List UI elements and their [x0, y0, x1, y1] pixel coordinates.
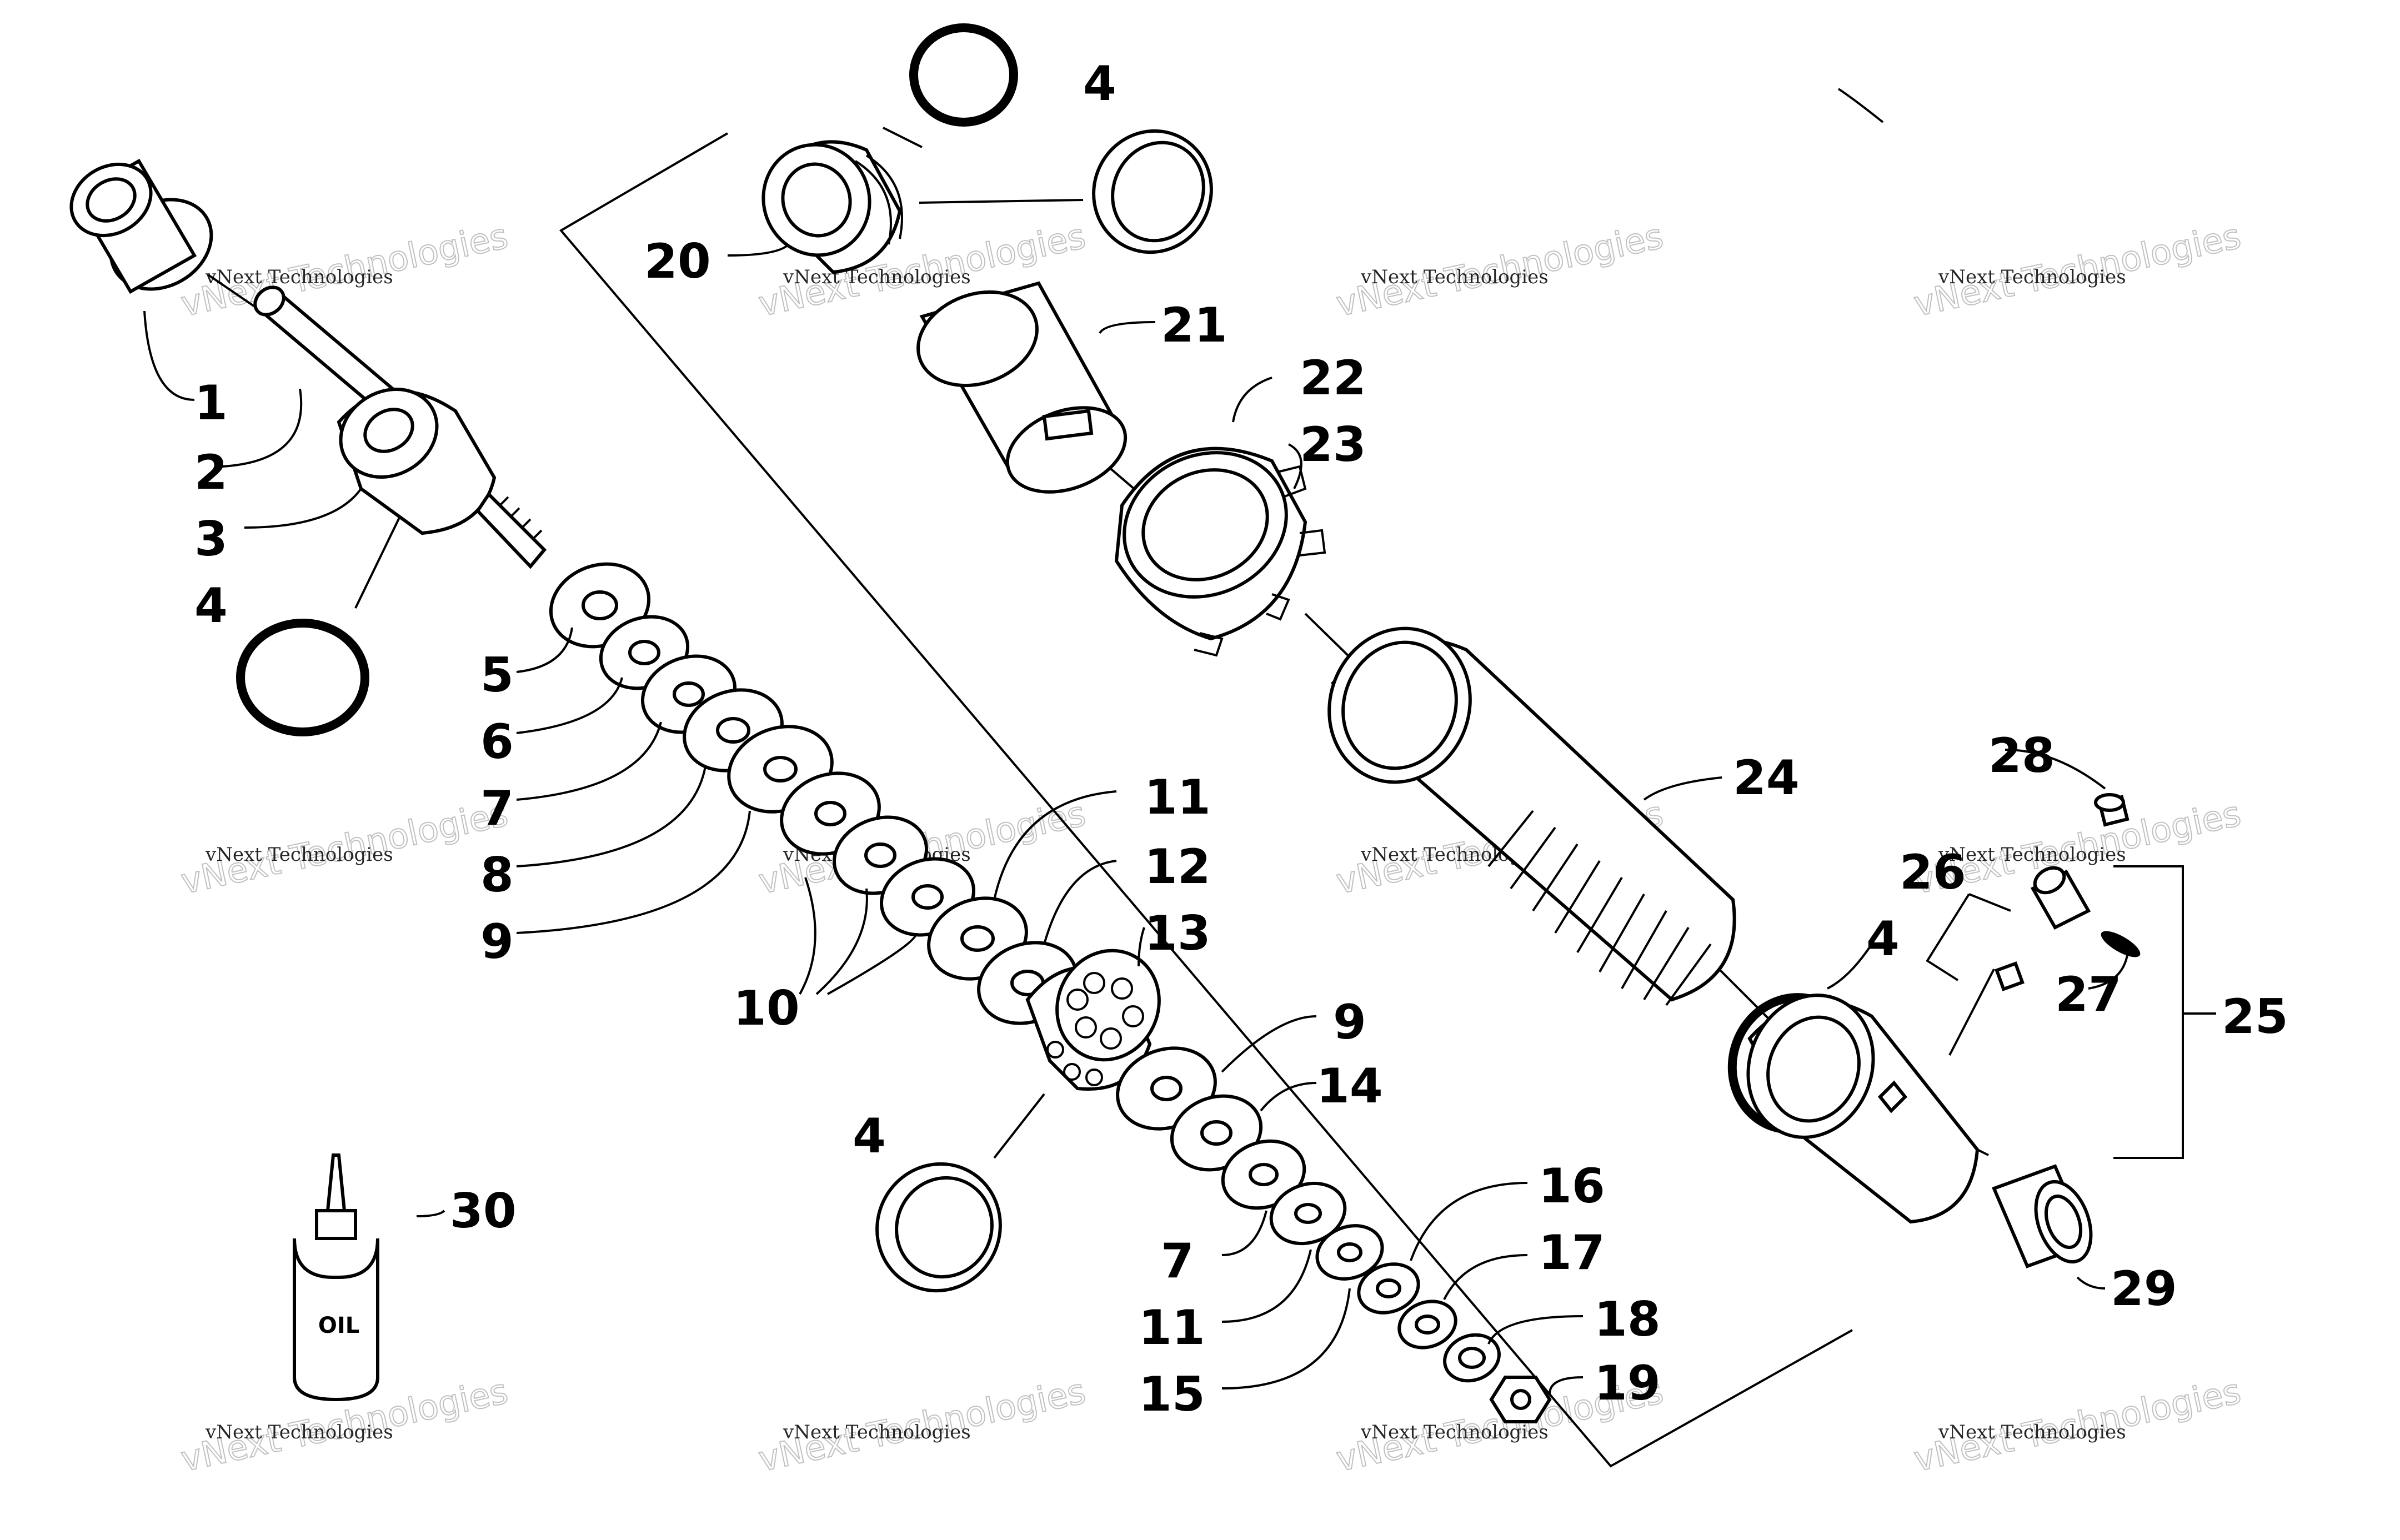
callout-8: 8: [480, 847, 514, 903]
schrader-valve-part-26: [1995, 866, 2091, 991]
svg-text:vNext Technologies: vNext Technologies: [1938, 1421, 2126, 1443]
callout-6: 6: [480, 714, 514, 770]
callout-27: 27: [2055, 967, 2122, 1022]
o-ring-part-27: [2101, 931, 2141, 957]
callout-9-lower: 9: [1333, 995, 1366, 1050]
svg-text:vNext Technologies: vNext Technologies: [1938, 266, 2126, 288]
valve-kit-frame: [559, 132, 1853, 1468]
callout-9: 9: [480, 914, 514, 970]
callout-23: 23: [1300, 417, 1366, 473]
callout-10: 10: [733, 981, 800, 1036]
callout-30: 30: [450, 1183, 517, 1239]
callout-11-lower: 11: [1139, 1300, 1205, 1356]
svg-text:vNext Technologies: vNext Technologies: [205, 266, 393, 288]
reservoir-end-cap: [1746, 994, 1980, 1224]
oil-label: OIL: [318, 1313, 359, 1338]
shim-part-7-lower: [1221, 1139, 1306, 1210]
callout-11: 11: [1144, 770, 1211, 825]
shim-stack: [549, 562, 1078, 1025]
callout-16: 16: [1539, 1158, 1605, 1214]
lower-shim-stack: [1116, 1046, 1552, 1423]
callout-14: 14: [1316, 1059, 1383, 1114]
callout-25: 25: [2222, 989, 2288, 1045]
svg-text:vNext Technologies: vNext Technologies: [1938, 844, 2126, 866]
o-ring-part-4-top: [909, 23, 1018, 127]
callout-12: 12: [1144, 839, 1211, 895]
callout-15: 15: [1139, 1367, 1205, 1422]
adjuster-ring-part-22: [1114, 447, 1307, 641]
bushing-part-1: [69, 158, 213, 294]
callout-4: 4: [194, 578, 228, 634]
callout-21: 21: [1161, 298, 1227, 353]
callout-22: 22: [1300, 350, 1366, 406]
callout-4-top: 4: [1083, 56, 1116, 112]
bushing-part-29: [1991, 1164, 2093, 1268]
callout-4-right: 4: [1866, 911, 1900, 967]
adjuster-ring-part-23: [1194, 465, 1326, 657]
callout-17: 17: [1539, 1225, 1605, 1281]
svg-text:vNext Technologies: vNext Technologies: [1360, 1421, 1549, 1443]
callout-4-lower: 4: [853, 1108, 886, 1164]
part-26-bracket: [1926, 893, 2011, 981]
screw-part-28: [2094, 793, 2130, 827]
o-ring-part-4: [236, 619, 369, 736]
shim-part-11-lower: [1269, 1181, 1347, 1246]
callout-5: 5: [480, 648, 514, 703]
svg-text:vNext Technologies: vNext Technologies: [783, 1421, 971, 1443]
callout-29: 29: [2111, 1261, 2177, 1317]
washer-part-18: [1443, 1333, 1501, 1383]
piston-part-13: [1025, 949, 1161, 1091]
wear-band-part-4-lower: [875, 1162, 1002, 1293]
callout-19: 19: [1594, 1356, 1661, 1411]
shim-part-15: [1315, 1224, 1384, 1281]
callout-24: 24: [1733, 750, 1800, 806]
svg-text:vNext Technologies: vNext Technologies: [1360, 266, 1549, 288]
callout-1: 1: [194, 375, 228, 431]
callout-3: 3: [194, 511, 228, 567]
callout-7-lower: 7: [1161, 1233, 1194, 1289]
oil-bottle-part-30: OIL: [293, 1153, 379, 1402]
threaded-body-part-24: [1327, 626, 1736, 1006]
shaft-eyelet-part-3: [337, 387, 547, 569]
sleeve-part-21: [916, 281, 1128, 494]
callout-26: 26: [1900, 845, 1966, 900]
callout-20: 20: [644, 234, 711, 289]
seal-head-part-20: [761, 140, 903, 274]
callout-7: 7: [480, 781, 514, 836]
nut-part-19: [1489, 1376, 1552, 1423]
callout-2: 2: [194, 445, 228, 500]
callout-18: 18: [1594, 1292, 1661, 1347]
wear-band-part-4-top: [1092, 129, 1213, 254]
shim-part-17: [1397, 1300, 1457, 1350]
callout-13: 13: [1144, 906, 1211, 961]
svg-text:vNext Technologies: vNext Technologies: [783, 266, 971, 288]
callout-28: 28: [1988, 728, 2055, 784]
callout-labels: 1 2 3 4 5 6 7 8 9 10 11 12 13 4 9 14 7 1…: [194, 56, 2288, 1422]
part-25-bracket: [2113, 865, 2216, 1159]
leader-lines: [143, 88, 2128, 1394]
svg-text:vNext Technologies: vNext Technologies: [205, 844, 393, 866]
shim-part-16: [1357, 1262, 1420, 1315]
svg-text:vNext Technologies: vNext Technologies: [205, 1421, 393, 1443]
